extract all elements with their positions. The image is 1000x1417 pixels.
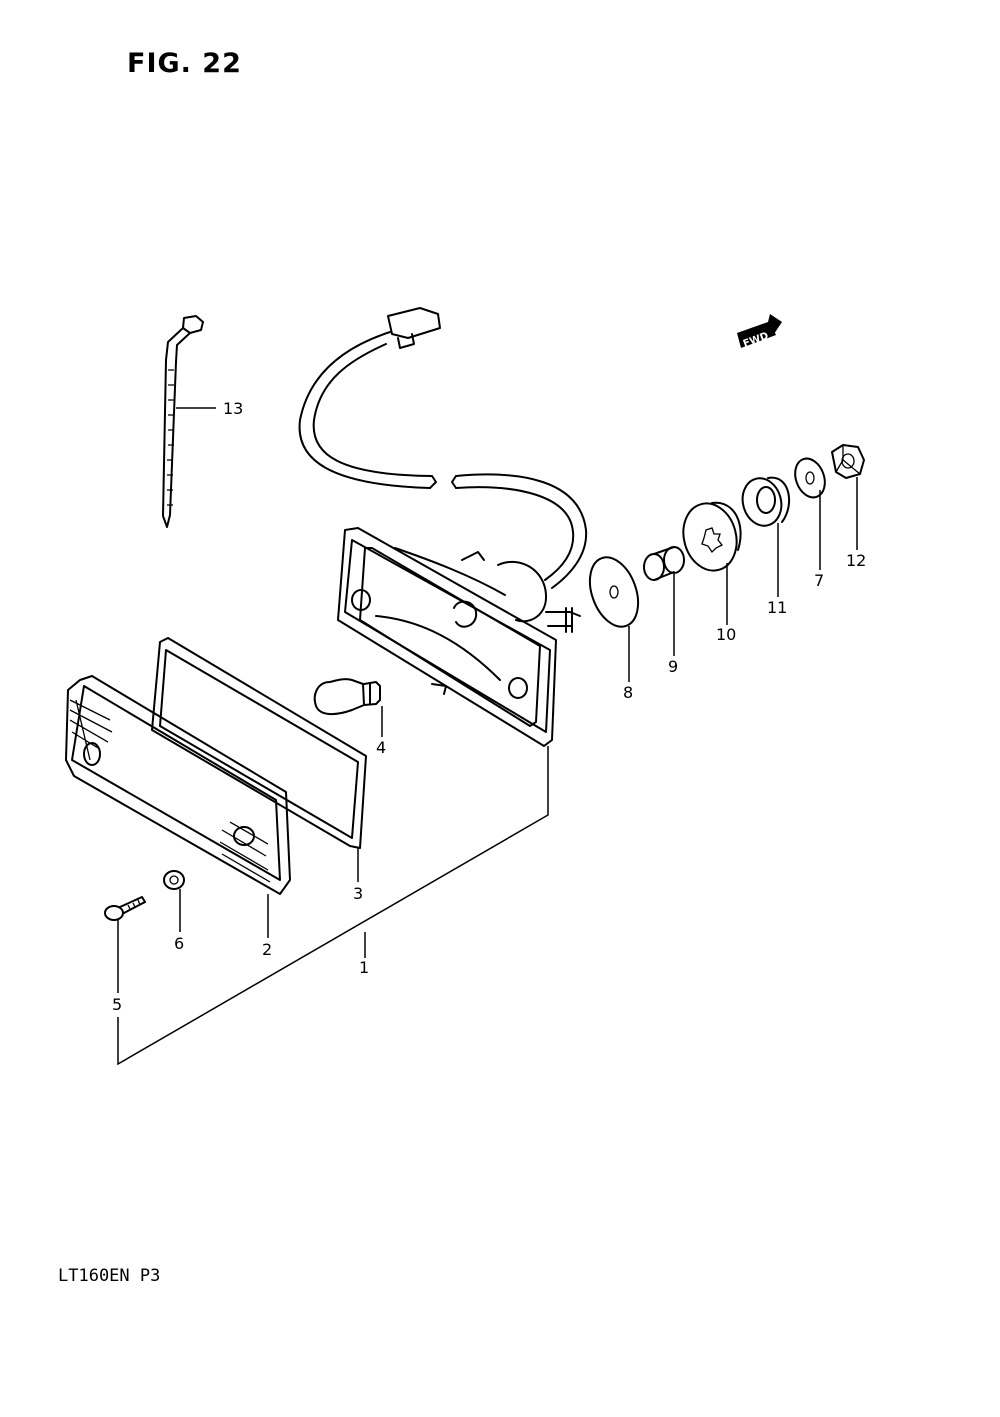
spacer [643,546,685,581]
grommet [682,501,742,572]
callout-11: 11 [767,598,787,617]
fwd-arrow-icon: FWD [737,314,782,350]
lamp-housing [337,527,581,747]
callout-8: 8 [623,683,633,702]
figure-title: FIG. 22 [127,48,242,79]
nut [831,444,865,479]
model-code: LT160EN P3 [58,1266,161,1286]
callout-9: 9 [668,657,678,676]
callout-13: 13 [223,399,243,418]
callout-1: 1 [359,958,369,977]
callout-5: 5 [112,995,122,1014]
callout-4: 4 [376,738,386,757]
washer-7 [794,457,826,499]
rubber-cushion [741,476,791,527]
callout-10: 10 [716,625,736,644]
flat-washer [588,556,640,628]
callout-7: 7 [814,571,824,590]
gasket [151,637,367,849]
leader-lines [117,407,858,1066]
cable-tie [162,315,204,528]
lens [65,675,291,895]
callout-6: 6 [174,934,184,953]
callout-12: 12 [846,551,866,570]
washer-small [163,870,185,890]
screw [104,896,146,921]
callout-2: 2 [262,940,272,959]
bulb [313,678,381,716]
wire-harness [298,307,588,589]
callout-3: 3 [353,884,363,903]
